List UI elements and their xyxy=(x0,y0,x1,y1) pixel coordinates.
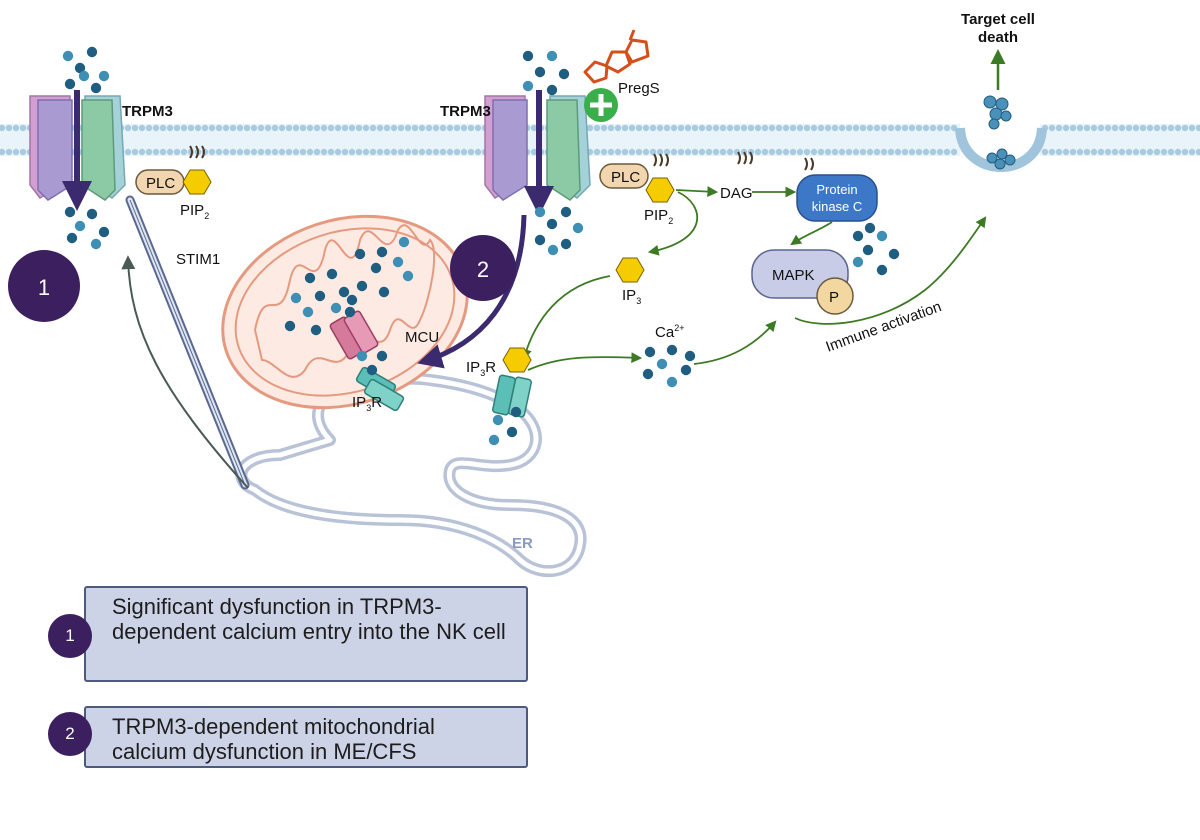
pip2-right-label: PIP2 xyxy=(644,207,673,226)
trpm3-left-label: TRPM3 xyxy=(122,103,173,120)
pkc-line2: kinase C xyxy=(812,199,863,214)
mito-calcium-arrow xyxy=(417,214,527,369)
marker-1-label: 1 xyxy=(38,275,50,300)
p-label: P xyxy=(829,289,839,306)
target-cell-line2: death xyxy=(978,29,1018,46)
marker-1 xyxy=(8,250,80,322)
ip3r-channel-right xyxy=(492,374,532,418)
ip3r-right-label: IP3R xyxy=(466,359,496,378)
ip3r-channel-left xyxy=(355,366,405,412)
ip3r-left-label: IP3R xyxy=(352,394,382,413)
pip2-left-label: PIP2 xyxy=(180,202,209,221)
pip2-right-hexagon xyxy=(645,177,675,203)
protein-kinase-c xyxy=(796,174,878,222)
calcium-ions xyxy=(62,46,900,446)
legend-item-1-text: Significant dysfunction in TRPM3-depende… xyxy=(112,594,506,644)
legend-number-1: 1 xyxy=(48,614,92,658)
legend-item-1: Significant dysfunction in TRPM3-depende… xyxy=(84,586,528,682)
plasma-membrane xyxy=(0,124,1200,172)
granule-cluster-upper xyxy=(983,95,1012,130)
marker-2-label: 2 xyxy=(477,257,489,282)
marker-2 xyxy=(450,235,516,301)
calcium-label: Ca2+ xyxy=(655,323,684,341)
stim1 xyxy=(125,195,250,490)
pregs-label: PregS xyxy=(618,80,660,97)
pip2-left-hexagon xyxy=(182,169,212,195)
trpm3-channel-right xyxy=(484,90,591,216)
ip3-label: IP3 xyxy=(622,287,641,306)
plc-left-label: PLC xyxy=(146,175,175,192)
trpm3-channel-left xyxy=(29,90,126,211)
immune-activation-arrow xyxy=(794,216,987,325)
legend-item-2-text: TRPM3-dependent mitochondrial calcium dy… xyxy=(112,714,435,764)
ip3r-right-hexagon xyxy=(502,347,532,373)
dag-label: DAG xyxy=(720,185,753,202)
target-cell-line1: Target cell xyxy=(961,11,1035,28)
stim1-label: STIM1 xyxy=(176,251,220,268)
phosphate xyxy=(816,277,854,315)
legend-item-2: TRPM3-dependent mitochondrial calcium dy… xyxy=(84,706,528,768)
pkc-line1: Protein xyxy=(816,182,857,197)
trpm3-right-label: TRPM3 xyxy=(440,103,491,120)
er-label: ER xyxy=(512,535,533,552)
plc-right-label: PLC xyxy=(611,169,640,186)
granule-cluster-lower xyxy=(986,148,1016,170)
mapk-label: MAPK xyxy=(772,267,815,284)
legend-number-2: 2 xyxy=(48,712,92,756)
mcu-label: MCU xyxy=(405,329,439,346)
stim1-arrow xyxy=(121,255,249,489)
pregs-molecule xyxy=(583,29,650,84)
ip3-hexagon xyxy=(615,257,645,283)
plc-right xyxy=(599,163,649,189)
